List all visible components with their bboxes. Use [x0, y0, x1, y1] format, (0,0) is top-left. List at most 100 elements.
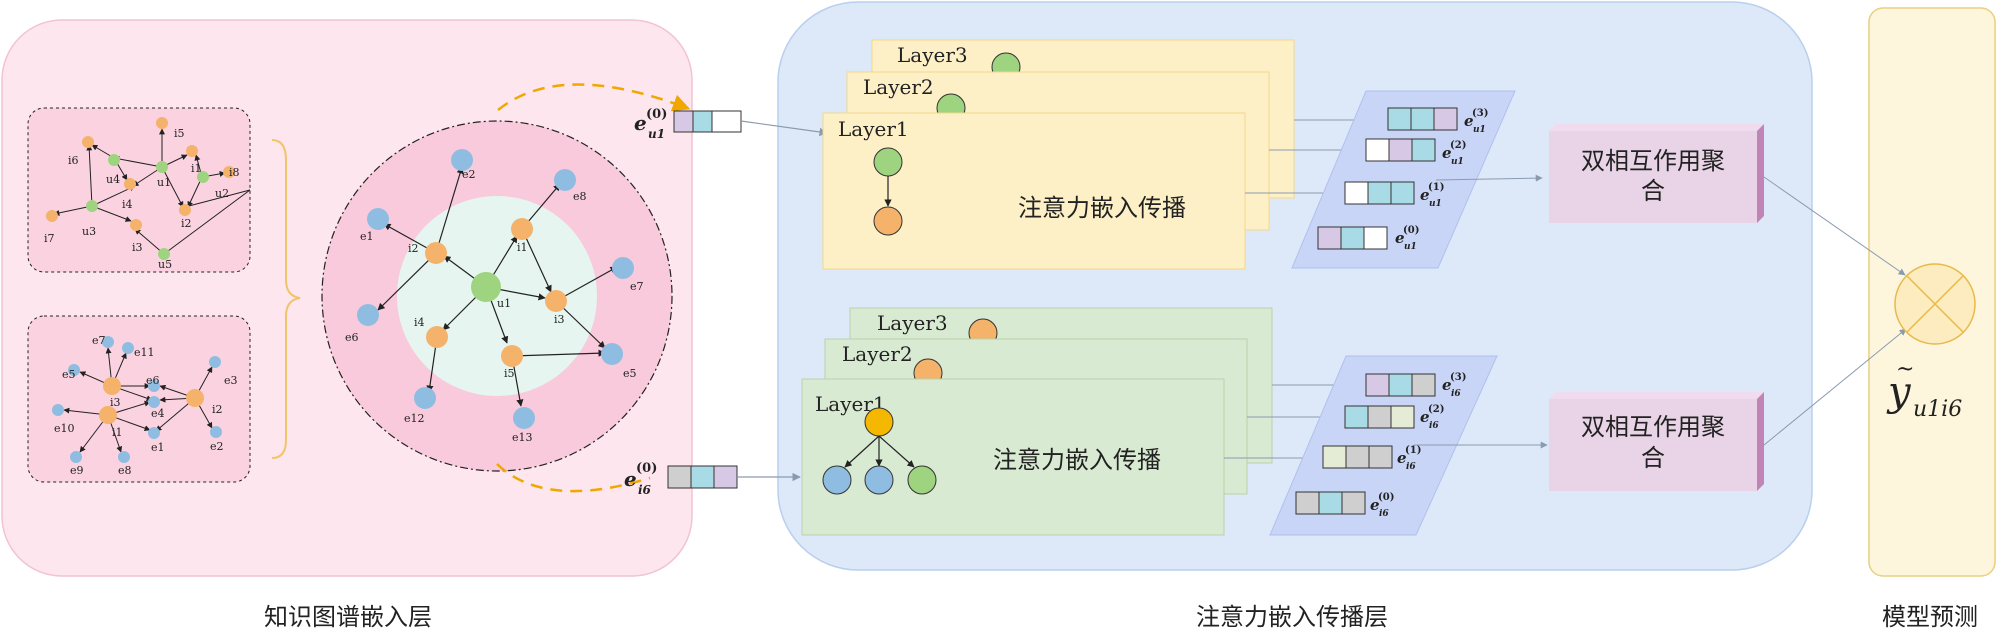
svg-text:e: e: [1442, 144, 1452, 162]
bracket: [271, 139, 301, 459]
svg-text:e6: e6: [146, 374, 160, 387]
caption-prediction: 模型预测: [1882, 603, 1978, 631]
svg-text:i1: i1: [517, 241, 528, 254]
svg-text:i3: i3: [554, 313, 565, 326]
svg-text:双相互作用聚: 双相互作用聚: [1581, 147, 1725, 175]
svg-text:~: ~: [1896, 357, 1914, 382]
svg-text:e: e: [1464, 112, 1474, 130]
svg-text:e8: e8: [573, 190, 587, 203]
svg-text:i5: i5: [504, 367, 515, 380]
svg-text:u1: u1: [497, 297, 511, 310]
svg-text:i2: i2: [408, 242, 419, 255]
svg-text:e12: e12: [404, 412, 425, 425]
svg-text:e2: e2: [210, 440, 224, 453]
item-propagation-label: 注意力嵌入传播: [993, 446, 1161, 474]
svg-text:e5: e5: [62, 368, 76, 381]
prediction-symbol: y ~ u1i6: [1886, 357, 1962, 422]
svg-text:u1: u1: [157, 176, 171, 189]
svg-text:双相互作用聚: 双相互作用聚: [1581, 413, 1725, 441]
user-layer1-label: Layer1: [838, 117, 909, 141]
svg-text:(0): (0): [646, 107, 667, 122]
top-graph: i5 i6 u4 u1 i1 i8 u2 i4 i2 u3 i3 i7 u5: [27, 107, 251, 273]
svg-text:e1: e1: [151, 441, 165, 454]
user-to-fusion-arrow: [1763, 176, 1906, 276]
item-layer2-label: Layer2: [842, 342, 913, 366]
svg-text:i4: i4: [414, 316, 425, 329]
svg-text:u1: u1: [1473, 125, 1486, 135]
svg-text:(2): (2): [1428, 404, 1444, 415]
svg-text:e13: e13: [512, 431, 533, 444]
svg-text:e: e: [624, 467, 637, 491]
svg-text:u1: u1: [1451, 157, 1464, 167]
svg-text:e9: e9: [70, 464, 84, 477]
svg-text:u1: u1: [648, 127, 665, 141]
fusion-operator: [1894, 263, 1976, 345]
user-embedding: e u1 (0): [634, 107, 742, 141]
user-embedding-stack: e u1 (3) e u1 (2) e u1 (1) e u1 (0): [1291, 90, 1516, 269]
svg-text:i6: i6: [1451, 389, 1461, 399]
svg-text:i4: i4: [122, 198, 133, 211]
svg-text:i6: i6: [638, 483, 652, 497]
svg-text:e: e: [1370, 496, 1380, 514]
svg-text:e7: e7: [630, 280, 644, 293]
svg-text:(3): (3): [1472, 108, 1488, 119]
svg-text:e6: e6: [345, 331, 359, 344]
svg-text:e3: e3: [224, 374, 238, 387]
svg-text:i6: i6: [1406, 462, 1416, 472]
user-input-arrow: [740, 120, 828, 137]
svg-text:e1: e1: [360, 230, 374, 243]
svg-text:(2): (2): [1450, 140, 1466, 151]
svg-text:u4: u4: [106, 173, 120, 186]
item-layer-stack: Layer3 Layer2 Layer1 注意力嵌入传播: [801, 307, 1273, 536]
svg-text:i6: i6: [1429, 421, 1439, 431]
item-aggregator: 双相互作用聚 合: [1549, 392, 1764, 491]
svg-text:e5: e5: [623, 367, 637, 380]
svg-text:e4: e4: [151, 407, 165, 420]
svg-text:u5: u5: [158, 258, 172, 271]
user-layer-stack: Layer3 Layer2 Layer1 注意力嵌入传播: [822, 39, 1295, 270]
center-graph: e2 e8 e1 i2 i1 e7 u1 i3 e6 i4 i5 e5 e12 …: [321, 83, 691, 493]
svg-text:(1): (1): [1405, 445, 1421, 456]
user-layer3-label: Layer3: [897, 43, 968, 67]
svg-text:e7: e7: [92, 334, 106, 347]
svg-text:e8: e8: [118, 464, 132, 477]
svg-text:(3): (3): [1450, 372, 1466, 383]
svg-text:i7: i7: [44, 232, 55, 245]
user-layer2-label: Layer2: [863, 75, 934, 99]
svg-text:e: e: [1420, 408, 1430, 426]
svg-text:e2: e2: [462, 168, 476, 181]
item-to-fusion-arrow: [1763, 328, 1907, 446]
svg-text:i8: i8: [229, 166, 240, 179]
svg-text:i6: i6: [68, 154, 79, 167]
item-embedding-stack: e i6 (3) e i6 (2) e i6 (1) e i6 (0): [1269, 355, 1498, 536]
svg-text:i3: i3: [110, 396, 121, 409]
svg-text:(0): (0): [1403, 225, 1419, 236]
svg-text:y: y: [1886, 369, 1912, 415]
svg-text:i3: i3: [132, 241, 143, 254]
svg-text:(0): (0): [636, 461, 657, 476]
svg-text:u1i6: u1i6: [1913, 397, 1962, 422]
svg-text:e: e: [1397, 449, 1407, 467]
svg-text:e10: e10: [54, 422, 75, 435]
svg-text:i6: i6: [1379, 509, 1389, 519]
svg-text:u1: u1: [1429, 199, 1442, 209]
svg-text:(1): (1): [1428, 182, 1444, 193]
svg-text:合: 合: [1641, 444, 1665, 472]
svg-text:i1: i1: [112, 426, 123, 439]
item-layer3-label: Layer3: [877, 311, 948, 335]
svg-text:e: e: [634, 111, 647, 135]
user-propagation-label: 注意力嵌入传播: [1018, 194, 1186, 222]
svg-text:e: e: [1420, 186, 1430, 204]
svg-text:u1: u1: [1404, 242, 1417, 252]
user-aggregator: 双相互作用聚 合: [1549, 124, 1764, 223]
svg-text:e: e: [1395, 229, 1405, 247]
svg-text:(0): (0): [1378, 492, 1394, 503]
svg-text:e: e: [1442, 376, 1452, 394]
user-to-aggregator-arrow: [1435, 174, 1543, 182]
svg-text:i1: i1: [191, 162, 202, 175]
svg-text:i2: i2: [181, 217, 192, 230]
svg-text:合: 合: [1641, 177, 1665, 205]
bottom-graph: e7 e11 e5 e6 e3 i3 e4 i2 e10 i1 e1 e2 e9…: [27, 315, 251, 483]
caption-attention-layer: 注意力嵌入传播层: [1196, 603, 1388, 631]
